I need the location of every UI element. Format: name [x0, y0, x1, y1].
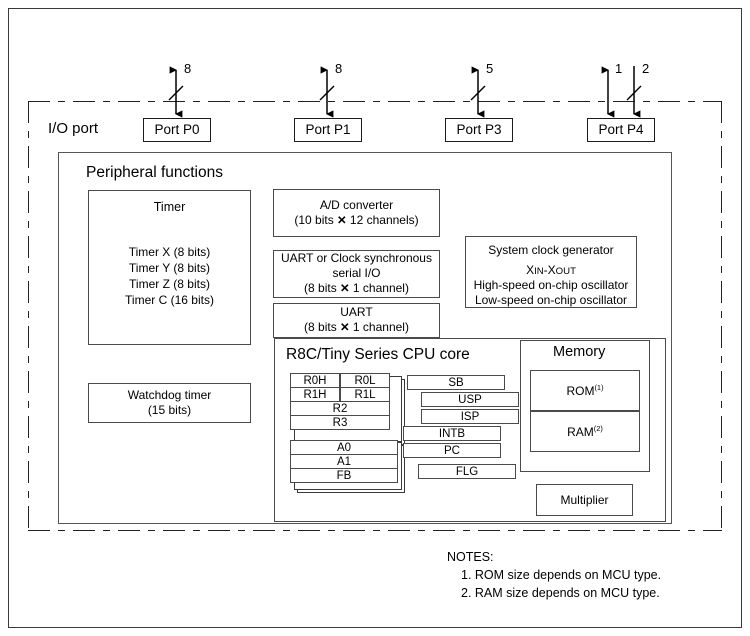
register-pc: PC — [403, 443, 501, 458]
watchdog-line2: (15 bits) — [147, 403, 192, 417]
ram-label: RAM(2) — [567, 424, 603, 440]
page-frame — [8, 8, 742, 628]
port-label-p4: Port P4 — [598, 121, 644, 137]
port-box-p0[interactable]: Port P0 — [143, 118, 211, 142]
register-fb: FB — [290, 468, 398, 483]
timer-title: Timer — [153, 200, 186, 214]
timer-entry-c: Timer C (16 bits) — [125, 293, 214, 308]
register-sb: SB — [407, 375, 505, 390]
notes-section: NOTES: 1. ROM size depends on MCU type. … — [447, 548, 661, 602]
timer-entry-y: Timer Y (8 bits) — [128, 260, 211, 275]
io-port-label: I/O port — [48, 120, 99, 137]
ram-text: RAM — [567, 424, 594, 439]
cpu-core-title: R8C/Tiny Series CPU core — [286, 346, 470, 363]
rom-footnote-marker: (1) — [594, 382, 604, 392]
register-r1h: R1H — [290, 387, 340, 402]
rom-text: ROM — [566, 383, 595, 398]
clock-generator-title: System clock generator — [488, 243, 614, 257]
clock-high-speed-osc: High-speed on-chip oscillator — [473, 278, 629, 292]
port-box-p3[interactable]: Port P3 — [445, 118, 513, 142]
notes-heading: NOTES: — [447, 550, 494, 564]
uart-suffix: 1 channel) — [349, 320, 409, 335]
register-a0: A0 — [290, 440, 398, 455]
port-width-label-p3: 5 — [486, 61, 494, 76]
peripheral-functions-title: Peripheral functions — [86, 164, 223, 181]
adc-line2: (10 bits ✕ 12 channels) — [294, 213, 418, 228]
timer-entry-x: Timer X (8 bits) — [128, 244, 211, 259]
clock-low-speed-osc: Low-speed on-chip oscillator — [474, 293, 628, 307]
timer-block: Timer Timer X (8 bits) Timer Y (8 bits) … — [88, 190, 251, 345]
uart-line1: UART — [340, 305, 373, 320]
register-r3: R3 — [290, 415, 390, 430]
xin-subscript: IN — [534, 266, 544, 277]
note-item-1: 1. ROM size depends on MCU type. — [461, 568, 662, 583]
uart-prefix: (8 bits — [304, 320, 341, 335]
register-isp: ISP — [421, 409, 519, 424]
clock-xin-xout: XIN-XOUT — [526, 263, 576, 278]
watchdog-timer-block: Watchdog timer (15 bits) — [88, 383, 251, 423]
register-a1: A1 — [290, 454, 398, 469]
times-icon: ✕ — [337, 214, 347, 227]
register-r0h: R0H — [290, 373, 340, 388]
uart-block: UART (8 bits ✕ 1 channel) — [273, 303, 440, 338]
xin-label: X — [526, 263, 535, 277]
adc-block: A/D converter (10 bits ✕ 12 channels) — [273, 189, 440, 237]
uart-sync-serial-block: UART or Clock synchronous serial I/O (8 … — [273, 250, 440, 298]
uart-sync-line2: serial I/O — [332, 266, 381, 281]
uart-sync-suffix: 1 channel) — [349, 281, 409, 296]
port-box-p4[interactable]: Port P4 — [587, 118, 655, 142]
register-r1l: R1L — [340, 387, 390, 402]
register-usp: USP — [421, 392, 519, 407]
system-clock-generator-block: System clock generator XIN-XOUT High-spe… — [465, 236, 637, 308]
port-width-label-p4b: 2 — [642, 61, 650, 76]
watchdog-line1: Watchdog timer — [127, 388, 212, 402]
port-label-p3: Port P3 — [456, 121, 502, 137]
rom-block: ROM(1) — [530, 370, 640, 411]
times-icon: ✕ — [340, 283, 350, 296]
uart-sync-line1: UART or Clock synchronous — [281, 251, 432, 266]
port-width-label-p0: 8 — [184, 61, 192, 76]
register-r0l: R0L — [340, 373, 390, 388]
ram-block: RAM(2) — [530, 411, 640, 452]
port-label-p0: Port P0 — [154, 121, 200, 137]
uart-sync-line3: (8 bits ✕ 1 channel) — [304, 281, 409, 296]
times-icon: ✕ — [340, 322, 350, 335]
port-label-p1: Port P1 — [305, 121, 351, 137]
multiplier-block: Multiplier — [536, 484, 633, 516]
multiplier-label: Multiplier — [560, 492, 609, 507]
port-width-label-p1: 8 — [335, 61, 343, 76]
register-flg: FLG — [418, 464, 516, 479]
register-intb: INTB — [403, 426, 501, 441]
note-item-2: 2. RAM size depends on MCU type. — [461, 586, 660, 601]
adc-line1: A/D converter — [319, 197, 394, 212]
uart-sync-prefix: (8 bits — [304, 281, 341, 296]
ram-footnote-marker: (2) — [593, 423, 603, 433]
adc-prefix: (10 bits — [294, 212, 338, 227]
xout-label: -X — [543, 263, 556, 277]
port-box-p1[interactable]: Port P1 — [294, 118, 362, 142]
port-width-label-p4a: 1 — [615, 61, 623, 76]
timer-entry-z: Timer Z (8 bits) — [129, 277, 210, 291]
adc-suffix: 12 channels) — [346, 212, 419, 227]
xout-subscript: OUT — [555, 266, 576, 277]
register-r2: R2 — [290, 401, 390, 416]
uart-line2: (8 bits ✕ 1 channel) — [304, 320, 409, 335]
rom-label: ROM(1) — [566, 383, 603, 399]
memory-title: Memory — [553, 344, 606, 360]
